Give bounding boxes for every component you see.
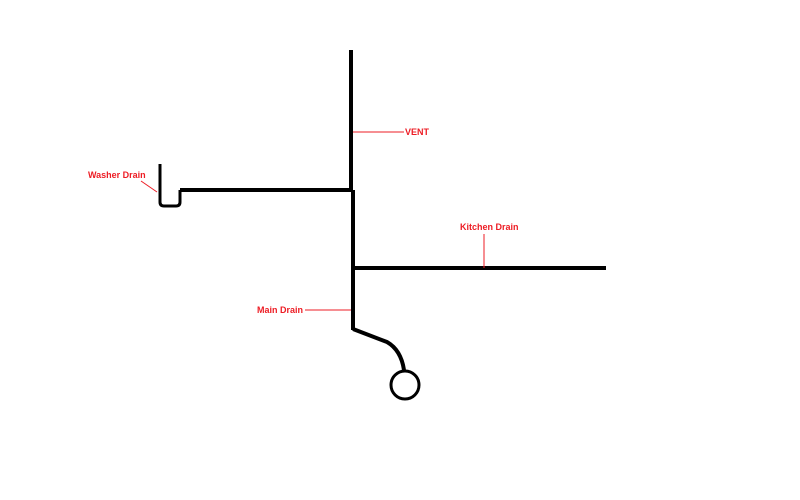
vent-label: VENT bbox=[405, 127, 430, 137]
washer-drain-leader-line bbox=[140, 180, 158, 193]
cleanout-circle bbox=[389, 369, 421, 401]
washer-trap bbox=[158, 164, 182, 208]
washer-drain-label: Washer Drain bbox=[88, 170, 146, 180]
kitchen-drain-label: Kitchen Drain bbox=[460, 222, 519, 232]
main-drain-label: Main Drain bbox=[257, 305, 304, 315]
main-drain-elbow bbox=[352, 327, 406, 371]
